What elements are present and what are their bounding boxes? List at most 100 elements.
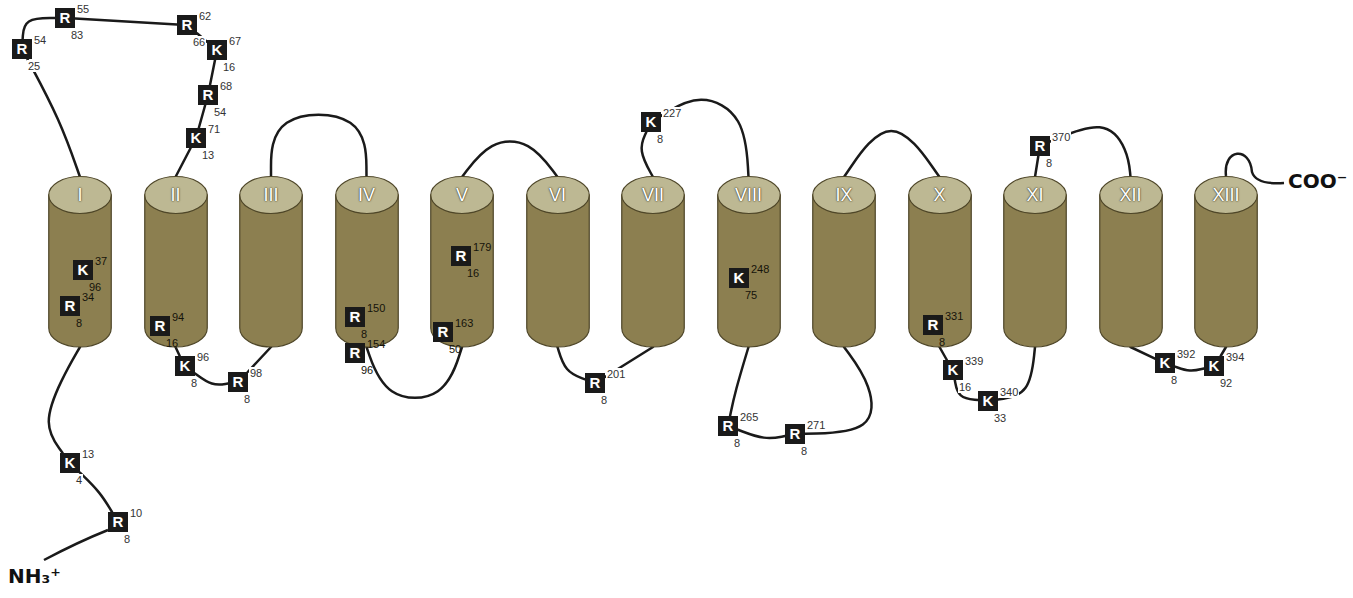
residue-position: 68 [219,80,233,92]
helix-cylinder: III [239,176,303,348]
residue-box: K3928 [1155,353,1175,373]
residue-box: R5583 [55,8,75,28]
residue-letter: R [585,373,605,393]
helix-cylinder: XR3318 [908,176,972,348]
residue-letter: R [433,322,453,342]
residue-percent: 8 [190,377,198,389]
helix-cylinder: VI [526,176,590,348]
residue-percent: 8 [123,533,131,545]
cylinder-body [526,195,589,347]
residue-percent: 54 [213,106,227,118]
cylinder-body [49,195,112,347]
loop-line [271,115,367,177]
residue-box: R6266 [177,15,197,35]
residue-percent: 33 [993,412,1007,424]
helix-cylinder: XI [1003,176,1067,348]
residue-position: 62 [198,10,212,22]
loop-line [462,142,558,177]
loop-line [27,59,80,177]
residue-position: 265 [739,411,759,423]
residue-position: 150 [366,302,386,314]
residue-percent: 8 [656,133,664,145]
residue-box: R2018 [585,373,605,393]
cylinder-body [1004,195,1067,347]
helix-number: VII [621,176,685,214]
residue-letter: R [55,8,75,28]
residue-percent: 8 [800,445,808,457]
residue-percent: 16 [222,61,236,73]
helix-cylinder: VII [621,176,685,348]
loop-line [199,105,205,128]
residue-percent: 8 [75,317,83,329]
helix-cylinder: XIII [1194,176,1258,348]
helix-cylinder: XII [1099,176,1163,348]
residue-percent: 83 [70,29,84,41]
residue-letter: R [345,307,365,327]
residue-position: 154 [366,338,386,350]
residue-box: R988 [228,372,248,392]
helix-number: II [144,176,208,214]
residue-box: R3708 [1030,136,1050,156]
residue-percent: 96 [88,281,102,293]
helix-cylinder: VR16350R17916 [430,176,494,348]
residue-percent: 4 [75,474,83,486]
residue-percent: 75 [744,289,758,301]
cylinder-top [144,177,207,214]
residue-letter: K [73,260,93,280]
loop-line [805,347,872,434]
loop-line [1035,156,1038,177]
residue-percent: 8 [360,328,368,340]
residue-position: 163 [454,317,474,329]
cylinder-body [717,195,780,347]
terminus-line [44,530,108,560]
helix-cylinder: IVR1508R15496 [335,176,399,348]
loop-line [998,347,1035,400]
residue-letter: R [785,424,805,444]
helix-cylinder: IIR9416 [144,176,208,348]
residue-letter: R [345,343,365,363]
residue-letter: R [1030,136,1050,156]
residue-box: K33916 [943,360,963,380]
helix-number: XII [1099,176,1163,214]
loop-line [195,373,228,384]
residue-letter: K [978,391,998,411]
loop-line [661,100,749,177]
cylinder-top [240,177,303,214]
helix-cylinder: VIIIK24875 [717,176,781,348]
residue-box: R5425 [12,39,32,59]
residue-box: K7113 [186,128,206,148]
residue-box: R2718 [785,424,805,444]
residue-position: 96 [196,351,210,363]
loop-line [730,347,748,416]
residue-box: R6854 [198,85,218,105]
cylinder-top [1004,177,1067,214]
terminus-label: COO⁻ [1288,169,1347,193]
residue-letter: K [60,453,80,473]
residue-box: R3318 [923,315,943,335]
loop-line [844,131,940,177]
residue-position: 37 [94,255,108,267]
residue-position: 201 [606,368,626,380]
residue-percent: 8 [1045,157,1053,169]
residue-box: K3796 [73,260,93,280]
residue-letter: R [228,372,248,392]
helix-number: VI [526,176,590,214]
loop-line [80,473,112,512]
cylinder-top [49,177,112,214]
residue-position: 71 [207,123,221,135]
cylinder-top [908,177,971,214]
cylinder-body [431,195,494,347]
residue-letter: R [12,39,32,59]
residue-letter: R [718,416,738,436]
cylinder-body [622,195,685,347]
loop-line [176,148,191,177]
residue-position: 340 [999,386,1019,398]
residue-letter: K [641,112,661,132]
residue-letter: R [177,15,197,35]
loop-line [75,19,177,25]
residue-percent: 16 [466,267,480,279]
residue-letter: R [923,315,943,335]
residue-position: 54 [33,34,47,46]
